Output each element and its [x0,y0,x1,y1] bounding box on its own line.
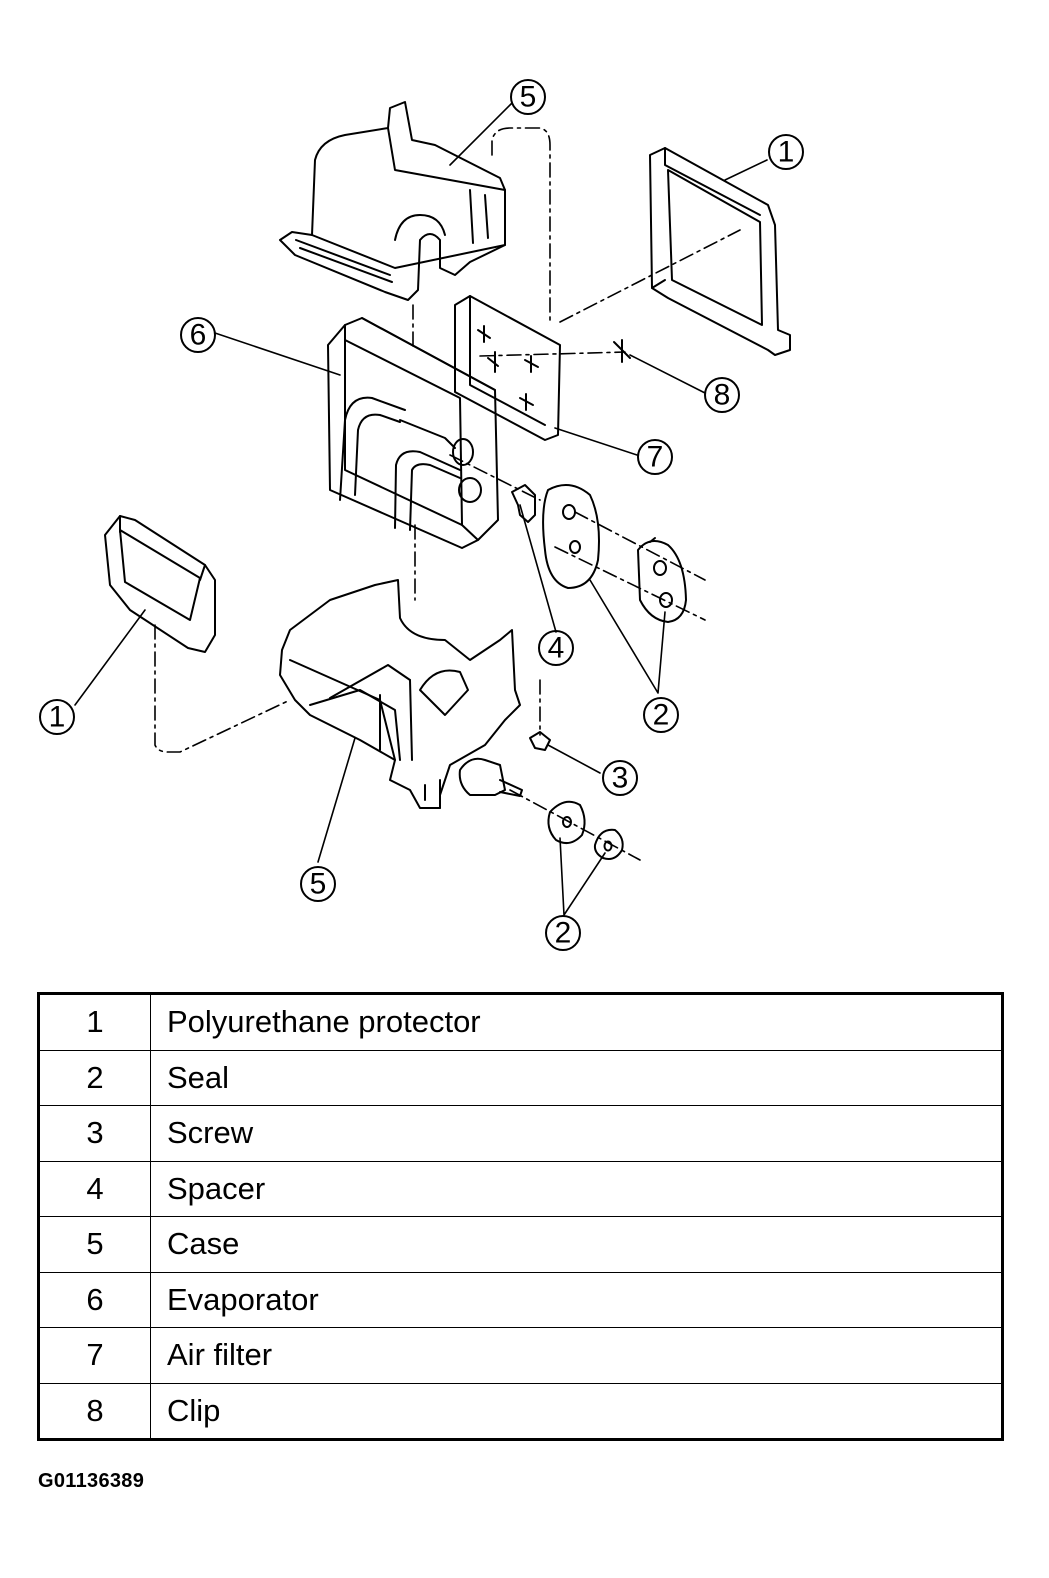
callout-number: 4 [548,632,565,665]
leader-lines [74,102,768,916]
callout-1-left: 1 [39,699,75,735]
part-name: Spacer [150,1160,1003,1217]
exploded-view-diagram: 5 1 6 8 7 4 2 1 3 5 2 [39,79,804,951]
upper-case-part [279,101,506,301]
callout-number: 5 [310,868,327,901]
part-number: 6 [38,1271,151,1328]
part-name: Polyurethane protector [150,993,1003,1051]
part-name: Case [150,1216,1003,1273]
callout-number: 2 [653,699,670,732]
seal-bottom-right [593,828,624,860]
seal-small-middle [637,537,687,623]
part-name: Evaporator [150,1271,1003,1328]
callout-2-middle: 2 [643,697,679,733]
part-name: Screw [150,1105,1003,1162]
callout-5-top: 5 [510,79,546,115]
callout-number: 7 [647,441,664,474]
callout-1-top: 1 [768,134,804,170]
callout-number: 3 [612,762,629,795]
callout-number: 1 [49,701,66,734]
callout-number: 8 [714,379,731,412]
assembly-guide-lines [154,127,741,861]
table-row: 5 Case [38,1216,1003,1273]
part-name: Air filter [150,1327,1003,1384]
table-row: 7 Air filter [38,1327,1003,1384]
callout-2-bottom: 2 [545,915,581,951]
figure-code: G01136389 [38,1470,145,1492]
callout-number: 2 [555,917,572,950]
part-number: 2 [38,1049,151,1106]
part-name: Clip [150,1382,1003,1440]
parts-legend-table: 1 Polyurethane protector 2 Seal 3 Screw … [37,992,1004,1441]
part-number: 5 [38,1216,151,1273]
table-row: 8 Clip [38,1382,1003,1440]
upper-protector-part [649,147,791,356]
table-row: 3 Screw [38,1105,1003,1162]
air-filter-part [454,295,561,441]
spacer-part [511,484,536,523]
lower-protector-part [104,515,216,653]
seal-large-middle [542,484,600,589]
callout-3: 3 [602,760,638,796]
part-number: 3 [38,1105,151,1162]
callout-number: 1 [778,136,795,169]
part-number: 7 [38,1327,151,1384]
callout-4: 4 [538,630,574,666]
table-row: 6 Evaporator [38,1271,1003,1328]
table-row: 1 Polyurethane protector [38,993,1003,1051]
table-row: 2 Seal [38,1049,1003,1106]
drain-fitting [458,757,523,797]
callout-number: 5 [520,81,537,114]
part-number: 1 [38,993,151,1051]
part-number: 8 [38,1382,151,1440]
callout-number: 6 [190,319,207,352]
callout-8: 8 [704,377,740,413]
table-row: 4 Spacer [38,1160,1003,1217]
callout-5-bottom: 5 [300,866,336,902]
seal-bottom-left [547,800,586,845]
part-name: Seal [150,1049,1003,1106]
lower-case-part [279,579,521,809]
callout-6: 6 [180,317,216,353]
clip-part [487,339,631,373]
evaporator-part [327,317,499,549]
callout-7: 7 [637,439,673,475]
part-number: 4 [38,1160,151,1217]
